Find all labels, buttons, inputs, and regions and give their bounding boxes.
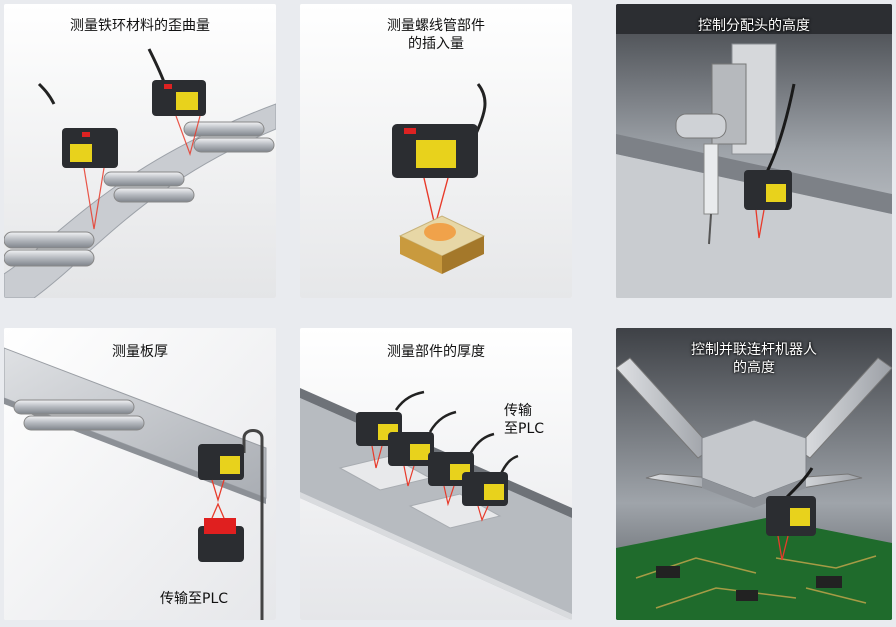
sensor-icon — [744, 170, 792, 210]
sensor-icon — [356, 412, 508, 506]
caption: 控制分配头的高度 — [698, 18, 810, 34]
caption: 测量螺线管部件的插入量 — [387, 18, 485, 52]
ring-distortion-illustration — [4, 4, 276, 298]
caption: 测量板厚 — [112, 344, 168, 360]
plate-thickness-illustration — [4, 328, 276, 620]
solenoid-illustration — [300, 4, 572, 298]
caption: 控制并联连杆机器人的高度 — [691, 342, 817, 376]
panel-dispenser-height: 控制分配头的高度 — [616, 4, 892, 298]
sensor-icon — [198, 444, 244, 480]
sensor-icon — [392, 124, 478, 178]
sensor-icon — [766, 496, 816, 536]
sensor-icon — [62, 128, 118, 168]
caption: 测量铁环材料的歪曲量 — [70, 18, 210, 34]
panel-solenoid-insertion: 测量螺线管部件的插入量 — [300, 4, 572, 298]
sensor-icon — [152, 80, 206, 116]
panel-ring-distortion: 测量铁环材料的歪曲量 — [4, 4, 276, 298]
panel-part-thickness: 测量部件的厚度 传输至PLC — [300, 328, 572, 620]
dispenser-illustration — [616, 4, 892, 298]
caption: 测量部件的厚度 — [387, 344, 485, 360]
parallel-robot-illustration — [616, 328, 892, 620]
panel-parallel-robot: 控制并联连杆机器人的高度 — [616, 328, 892, 620]
plc-note: 传输至PLC — [504, 403, 545, 437]
solenoid-part-icon — [398, 215, 486, 274]
sensor-icon — [198, 518, 244, 562]
panel-plate-thickness: 测量板厚 传输至PLC — [4, 328, 276, 620]
plc-note: 传输至PLC — [160, 591, 229, 607]
part-thickness-illustration — [300, 328, 572, 620]
